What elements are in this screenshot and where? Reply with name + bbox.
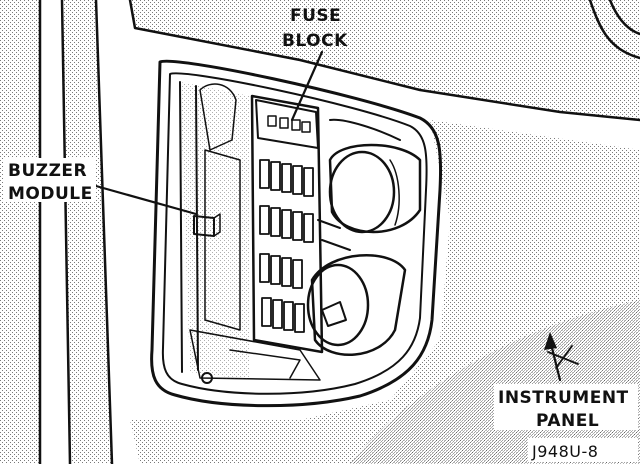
fuse-row-1 [259,159,314,197]
label-buzzer-module: BUZZER MODULE [4,158,96,204]
instrument-panel-label-line1: INSTRUMENT [498,388,629,408]
panel-opening-frame [150,59,443,408]
instrument-panel-arrow [544,332,579,382]
fuse-row-2 [259,205,314,243]
buzzer-module-label-line1: BUZZER [8,161,87,181]
lower-relay [306,254,407,356]
label-fuse-block: FUSE BLOCK [282,6,348,51]
figure-id: J948U-8 [531,442,598,461]
fuse-block-label-line2: BLOCK [282,31,348,51]
fuse-row-3 [259,253,303,289]
fuse-block [250,94,324,354]
label-instrument-panel: INSTRUMENT PANEL [494,384,638,431]
fuse-block-label-line1: FUSE [290,6,341,26]
leader-lines [94,50,324,216]
fuse-row-4 [261,297,305,333]
instrument-panel-label-line2: PANEL [536,411,599,431]
pillar-lines [38,0,640,464]
buzzer-module [193,213,221,237]
figure-reference: J948U-8 [528,438,638,462]
upper-relay [328,143,422,234]
buzzer-module-label-line2: MODULE [8,184,93,204]
